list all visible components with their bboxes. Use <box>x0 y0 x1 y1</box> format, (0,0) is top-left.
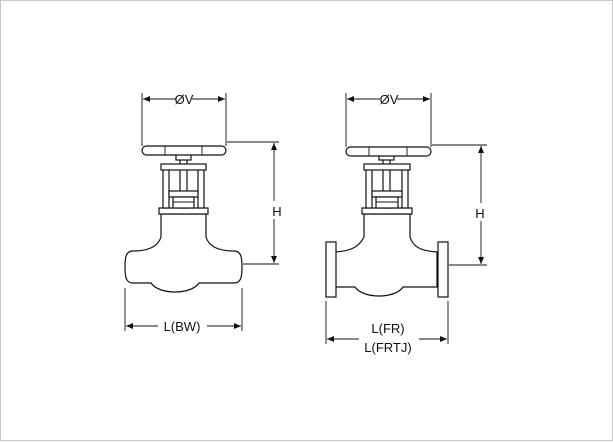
left-length-dim-label: L(BW) <box>164 319 201 334</box>
right-yoke-post <box>365 168 373 209</box>
right-handwheel-dim-label: ØV <box>380 92 399 107</box>
left-height-dim-label: H <box>272 204 281 219</box>
left-yoke-post <box>162 168 170 209</box>
right-length-dim-label-fr: L(FR) <box>371 321 404 336</box>
right-handwheel <box>345 146 432 157</box>
right-height-dim-label: H <box>475 206 484 221</box>
left-handwheel-dim-label: ØV <box>175 92 194 107</box>
left-handwheel <box>141 145 227 156</box>
right-yoke-top <box>363 163 411 171</box>
left-valve-butt-weld: ØV H L(BW) <box>124 92 282 334</box>
right-right-flange <box>437 241 449 298</box>
left-yoke-top <box>160 163 207 171</box>
left-bonnet-plate <box>158 207 209 215</box>
right-packing <box>375 196 399 209</box>
right-valve-body <box>334 213 438 297</box>
right-valve-flanged: ØV H L(FR) L(FRTJ) <box>325 92 487 355</box>
right-left-flange <box>325 241 337 298</box>
right-length-dim-label-frtj: L(FRTJ) <box>364 340 411 355</box>
left-packing <box>172 196 195 209</box>
left-yoke-post <box>197 168 205 209</box>
right-bonnet-plate <box>361 207 413 215</box>
right-yoke-post <box>401 168 409 209</box>
left-valve-body <box>124 213 243 293</box>
right-gland <box>371 190 403 198</box>
left-gland <box>168 190 199 198</box>
